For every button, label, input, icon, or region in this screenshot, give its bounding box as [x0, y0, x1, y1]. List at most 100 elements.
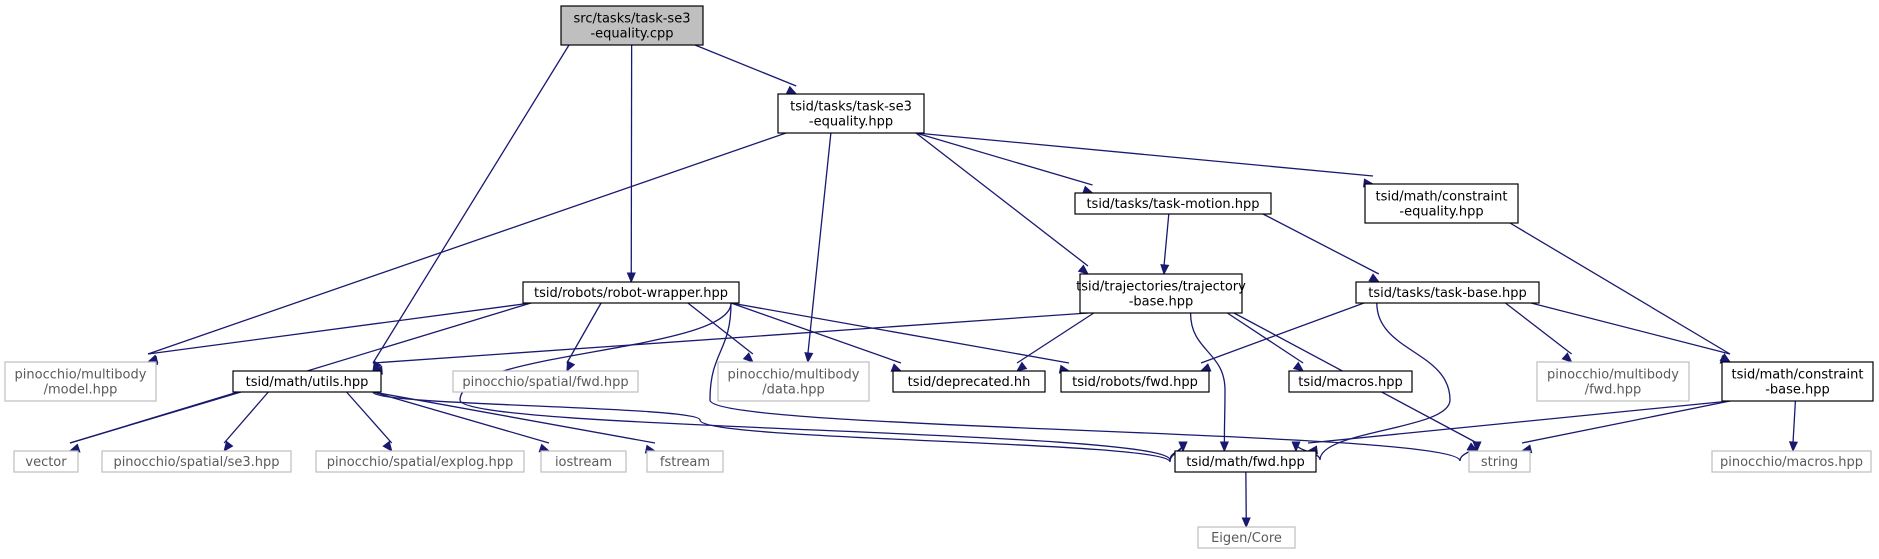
node-box [232, 370, 382, 393]
node-label-line: tsid/robots/fwd.hpp [1072, 375, 1198, 390]
node-tsid-tasks-task-base-hpp[interactable]: tsid/tasks/task-base.hpp [1355, 281, 1540, 304]
node-label-line: fstream [660, 455, 710, 470]
node-box [522, 281, 740, 304]
arrowhead-n2-to-n22 [1472, 441, 1482, 453]
node-tsid-robots-fwd-hpp[interactable]: tsid/robots/fwd.hpp [1060, 370, 1210, 393]
node-label-line: /model.hpp [44, 383, 118, 398]
node-label-line: -equality.hpp [1399, 205, 1483, 220]
edge-n1-to-n6 [915, 132, 1093, 186]
arrowhead-n9-to-n21 [1291, 441, 1301, 453]
edge-n1-to-n4 [147, 132, 787, 355]
node-box [1288, 370, 1413, 393]
node-pinocchio-macros-hpp: pinocchio/macros.hpp [1711, 450, 1872, 473]
arrowhead-n2-to-n10 [566, 360, 576, 373]
node-pinocchio-multibody-fwd-hpp: pinocchio/multibody/fwd.hpp [1536, 361, 1690, 402]
node-vector: vector [13, 450, 79, 473]
node-label-line: pinocchio/multibody [15, 368, 147, 383]
edge-n7-to-n13 [1226, 312, 1304, 364]
node-tsid-robots-robot-wrapper-hpp[interactable]: tsid/robots/robot-wrapper.hpp [522, 281, 740, 304]
node-tsid-math-constraint-equality-hpp[interactable]: tsid/math/constraint-equality.hpp [1364, 183, 1519, 224]
node-label-line: pinocchio/multibody [1547, 368, 1679, 383]
node-label-line: tsid/trajectories/trajectory [1076, 280, 1246, 295]
edge-n3-to-n19 [372, 391, 550, 444]
node-label-line: tsid/tasks/task-se3 [790, 100, 912, 115]
node-box [1721, 361, 1874, 402]
node-box [1197, 526, 1296, 549]
edge-n2-to-n22 [709, 302, 1478, 462]
edge-n2-to-n10 [566, 302, 602, 364]
edge-n7-to-n3 [372, 312, 1089, 364]
node-box [1074, 192, 1272, 215]
edge-n15-to-n22 [1521, 400, 1731, 444]
node-fstream: fstream [646, 450, 724, 473]
node-string: string [1468, 450, 1531, 473]
node-tsid-math-constraint-base-hpp[interactable]: tsid/math/constraint-base.hpp [1721, 361, 1874, 402]
node-box [560, 5, 704, 46]
arrowhead-n1-to-n7 [1077, 264, 1089, 275]
node-label-line: /fwd.hpp [1585, 383, 1642, 398]
node-box [777, 93, 925, 134]
edge-n0-to-n3 [372, 44, 570, 364]
node-pinocchio-multibody-model-hpp: pinocchio/multibody/model.hpp [4, 361, 157, 402]
edge-n9-to-n14 [1505, 302, 1573, 355]
node-label-line: pinocchio/spatial/se3.hpp [113, 455, 279, 470]
edge-n7-to-n21 [1189, 312, 1226, 444]
node-label-line: tsid/math/utils.hpp [246, 375, 369, 390]
node-box [1536, 361, 1690, 402]
node-label-line: /data.hpp [762, 383, 825, 398]
node-label-line: pinocchio/spatial/explog.hpp [327, 455, 514, 470]
arrowhead-n0-to-n1 [785, 85, 798, 95]
node-tsid-tasks-task-motion-hpp[interactable]: tsid/tasks/task-motion.hpp [1074, 192, 1272, 215]
node-tsid-math-fwd-hpp[interactable]: tsid/math/fwd.hpp [1174, 450, 1317, 473]
edge-n2-to-n5 [687, 302, 754, 355]
arrowhead-n7-to-n13 [1292, 361, 1305, 372]
arrowhead-n3-to-n21 [1178, 441, 1188, 453]
arrowhead-n0-to-n2 [626, 272, 636, 284]
edge-n3-to-n18 [346, 391, 393, 444]
node-label-line: pinocchio/macros.hpp [1720, 455, 1863, 470]
node-tsid-trajectories-trajectory-base-hpp[interactable]: tsid/trajectories/trajectory-base.hpp [1076, 273, 1246, 314]
node-pinocchio-spatial-se3-hpp: pinocchio/spatial/se3.hpp [101, 450, 292, 473]
node-tsid-tasks-task-se3-equality-hpp[interactable]: tsid/tasks/task-se3-equality.hpp [777, 93, 925, 134]
arrowhead-n6-to-n7 [1160, 264, 1170, 276]
node-pinocchio-multibody-data-hpp: pinocchio/multibody/data.hpp [717, 361, 870, 402]
arrowhead-n7-to-n21 [1219, 441, 1229, 453]
node-tsid-deprecated-hh[interactable]: tsid/deprecated.hh [892, 370, 1046, 393]
node-box [1711, 450, 1872, 473]
edge-n9-to-n12 [1200, 302, 1365, 364]
edge-n3-to-n16 [69, 391, 242, 444]
node-label-line: src/tasks/task-se3 [574, 12, 691, 27]
edge-n15-to-n21 [1307, 400, 1731, 444]
edge-n2-to-n4 [147, 302, 532, 355]
edge-n15-to-n23 [1792, 400, 1797, 444]
arrowhead-n3-to-n18 [382, 440, 393, 453]
node-box [1355, 281, 1540, 304]
node-label-line: tsid/macros.hpp [1298, 375, 1403, 390]
arrowhead-n7-to-n11 [1015, 361, 1028, 372]
node-label-line: -base.hpp [1765, 383, 1830, 398]
node-pinocchio-spatial-fwd-hpp: pinocchio/spatial/fwd.hpp [452, 370, 639, 393]
node-box [1060, 370, 1210, 393]
node-box [452, 370, 639, 393]
node-label-line: tsid/math/fwd.hpp [1186, 455, 1305, 470]
node-box [4, 361, 157, 402]
node-label-line: tsid/math/constraint [1376, 190, 1508, 205]
node-label-line: tsid/math/constraint [1732, 368, 1864, 383]
node-tsid-macros-hpp[interactable]: tsid/macros.hpp [1288, 370, 1413, 393]
arrowhead-n2-to-n11 [890, 363, 903, 372]
arrowhead-n3-to-n17 [223, 440, 234, 453]
edge-n7-to-n11 [1016, 312, 1095, 364]
edge-n1-to-n8 [915, 132, 1374, 177]
node-box [1174, 450, 1317, 473]
node-box [892, 370, 1046, 393]
edge-n1-to-n5 [807, 132, 832, 355]
edge-n6-to-n7 [1163, 213, 1170, 267]
node-src-tasks-task-se3-equality-cpp[interactable]: src/tasks/task-se3-equality.cpp [560, 5, 704, 46]
node-pinocchio-spatial-explog-hpp: pinocchio/spatial/explog.hpp [315, 450, 525, 473]
edge-n2-to-n11 [730, 302, 902, 364]
node-tsid-math-utils-hpp[interactable]: tsid/math/utils.hpp [232, 370, 382, 393]
edge-n6-to-n9 [1262, 213, 1380, 275]
node-label-line: pinocchio/multibody [728, 368, 860, 383]
node-label-line: iostream [555, 455, 612, 470]
node-label-line: -equality.cpp [590, 27, 673, 42]
